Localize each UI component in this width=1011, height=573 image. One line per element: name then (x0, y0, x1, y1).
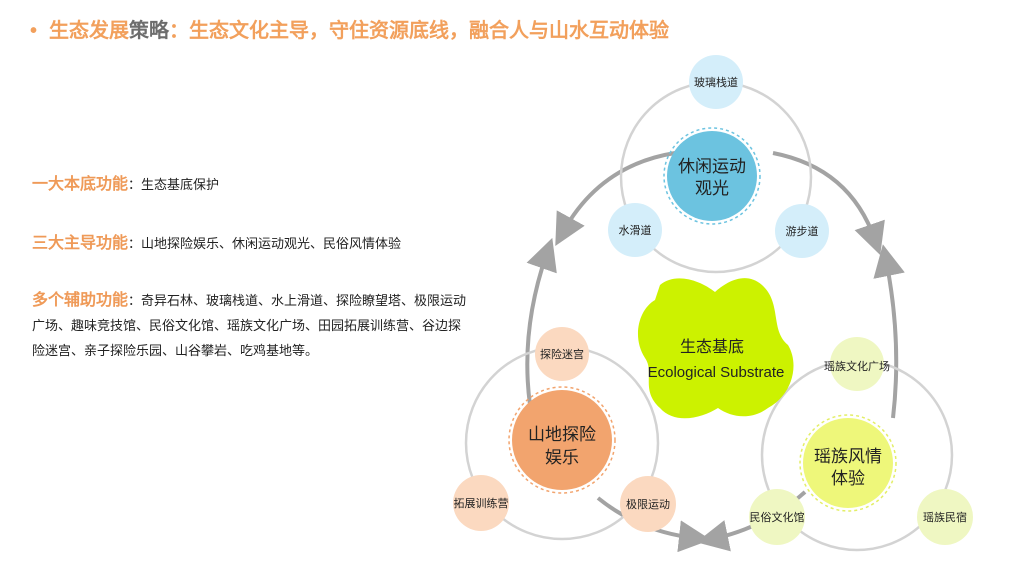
satellite-footpath: 游步道 (775, 204, 829, 258)
substrate-label-cn: 生态基底 (680, 338, 744, 356)
satellite-glass-walkway-label: 玻璃栈道 (694, 75, 738, 89)
hub-leisure-sports: 休闲运动 观光 (663, 127, 761, 225)
function-base-text: 生态基底保护 (141, 177, 220, 192)
satellite-training-camp-label: 拓展训练营 (454, 496, 509, 510)
hub-leisure-line1: 休闲运动 (678, 157, 746, 176)
satellite-yao-homestay: 瑶族民宿 (917, 489, 973, 545)
satellite-yao-plaza-label: 瑶族文化广场 (824, 359, 890, 373)
hub-leisure-circle (667, 131, 757, 221)
function-base-sep: ： (128, 177, 142, 192)
satellite-maze: 探险迷宫 (535, 327, 589, 381)
function-base-label: 一大本底功能 (32, 176, 129, 193)
cycle-arrow-top-left (555, 151, 676, 247)
satellite-water-slide-label: 水滑道 (619, 223, 652, 237)
function-main-label: 三大主导功能 (32, 235, 129, 252)
satellite-extreme-sports-label: 极限运动 (626, 497, 670, 511)
substrate-blob (637, 278, 794, 419)
heading-part2: 策略 (129, 20, 170, 42)
satellite-folk-museum-label: 民俗文化馆 (750, 510, 805, 524)
hub-mountain-line2: 娱乐 (545, 448, 579, 467)
cycle-arrow-right (873, 244, 905, 419)
hub-yao-line1: 瑶族风情 (814, 447, 882, 466)
satellite-training-camp: 拓展训练营 (453, 475, 509, 531)
substrate-label-en: Ecological Substrate (648, 364, 785, 381)
heading-part3: ：生态文化主导，守住资源底线，融合人与山水互动体验 (169, 20, 670, 42)
function-base: 一大本底功能：生态基底保护 (32, 170, 219, 194)
satellite-maze-label: 探险迷宫 (540, 347, 584, 361)
hub-mountain-adventure: 山地探险 娱乐 (508, 386, 616, 494)
heading-bullet: • (30, 20, 38, 42)
satellite-extreme-sports: 极限运动 (620, 476, 676, 532)
satellite-water-slide: 水滑道 (608, 203, 662, 257)
function-aux-label: 多个辅助功能 (32, 292, 129, 309)
function-aux-sep: ： (128, 293, 142, 308)
hub-mountain-circle (512, 390, 612, 490)
satellite-glass-walkway: 玻璃栈道 (689, 55, 743, 109)
function-aux: 多个辅助功能：奇异石林、玻璃栈道、水上滑道、探险瞭望塔、极限运动广场、趣味竞技馆… (32, 288, 472, 363)
hub-yao-folk: 瑶族风情 体验 (799, 414, 897, 512)
satellite-yao-plaza: 瑶族文化广场 (824, 337, 890, 391)
satellite-footpath-label: 游步道 (786, 224, 819, 238)
cycle-arrow-left (525, 237, 557, 406)
function-main: 三大主导功能：山地探险娱乐、休闲运动观光、民俗风情体验 (32, 229, 401, 253)
function-main-sep: ： (128, 236, 142, 251)
function-aux-text: 奇异石林、玻璃栈道、水上滑道、探险瞭望塔、极限运动广场、趣味竞技馆、民俗文化馆、… (32, 293, 467, 358)
function-main-text: 山地探险娱乐、休闲运动观光、民俗风情体验 (141, 236, 402, 251)
hub-leisure-line2: 观光 (695, 179, 729, 198)
hub-yao-circle (803, 418, 893, 508)
satellite-yao-homestay-label: 瑶族民宿 (923, 510, 967, 524)
page-heading: • 生态发展策略：生态文化主导，守住资源底线，融合人与山水互动体验 (30, 14, 669, 43)
hub-mountain-line1: 山地探险 (528, 425, 596, 444)
heading-part1: 生态发展 (49, 20, 130, 42)
hub-yao-line2: 体验 (831, 469, 865, 488)
satellite-folk-museum: 民俗文化馆 (749, 489, 805, 545)
cycle-arrow-top-right (772, 151, 885, 256)
